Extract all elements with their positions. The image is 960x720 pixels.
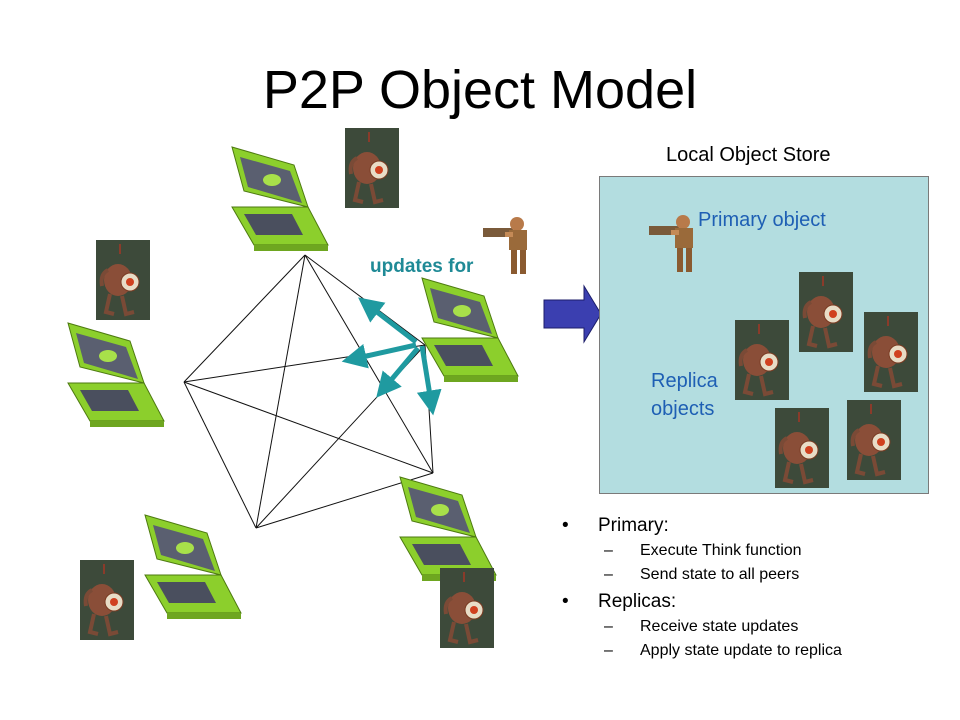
replica-objects-label: Replica objects (651, 370, 718, 420)
game-character-icon (94, 238, 152, 322)
update-arrows (341, 297, 442, 416)
slide-title: P2P Object Model (262, 60, 698, 120)
sub-bullet-text: Send state to all peers (640, 566, 800, 583)
replica-object-icon (733, 318, 791, 402)
bullet-list: •Primary: –Execute Think function –Send … (562, 513, 952, 663)
bullet-item: •Replicas: (562, 591, 677, 612)
local-store-label: Local Object Store (666, 144, 831, 166)
bullet-text: Primary: (598, 515, 669, 536)
game-character-icon (438, 566, 496, 650)
sub-bullet-item: –Send state to all peers (604, 566, 800, 583)
laptop-icon (399, 476, 497, 582)
sub-bullet-text: Execute Think function (640, 542, 802, 559)
laptop-icon (67, 322, 165, 428)
replica-object-icon (845, 398, 903, 482)
sub-bullet-item: –Execute Think function (604, 542, 802, 559)
bullet-item: •Primary: (562, 515, 669, 536)
laptop-icon (144, 514, 242, 620)
primary-object-label: Primary object (698, 209, 826, 231)
game-character-icon (343, 126, 401, 210)
replica-object-icon (797, 270, 855, 354)
sub-bullet-text: Apply state update to replica (640, 642, 842, 659)
bullet-text: Replicas: (598, 591, 677, 612)
sub-bullet-item: –Apply state update to replica (604, 642, 842, 659)
updates-for-label: updates for (370, 256, 474, 277)
peer-connections (183, 254, 434, 529)
primary-object-icon (649, 215, 693, 272)
replica-object-icon (773, 406, 831, 490)
laptop-icon (421, 277, 519, 383)
sub-bullet-text: Receive state updates (640, 618, 799, 635)
game-character-icon (78, 558, 136, 642)
laptop-icon (231, 146, 329, 252)
replica-object-icon (862, 310, 920, 394)
sub-bullet-item: –Receive state updates (604, 618, 799, 635)
store-arrow-icon (543, 284, 602, 344)
primary-object-icon (483, 217, 527, 274)
